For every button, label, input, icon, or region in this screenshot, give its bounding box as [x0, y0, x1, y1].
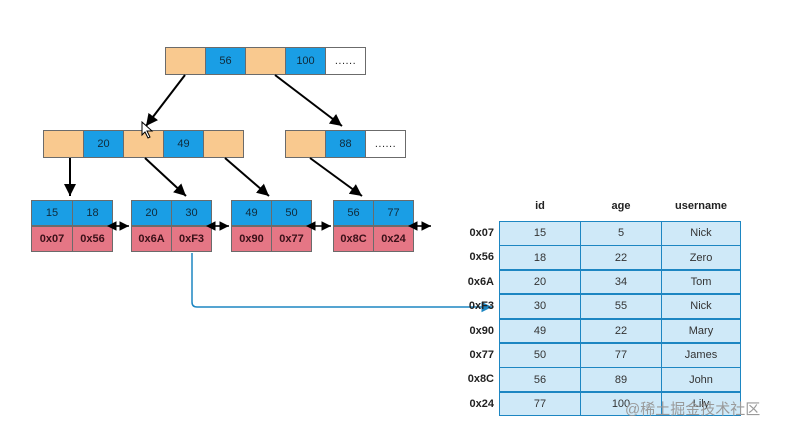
row-address-label: 0x24: [469, 397, 494, 410]
arrow-to-leaf-3: [224, 157, 270, 197]
node-b-more: ......: [365, 130, 406, 158]
arrow-root-to-left: [145, 74, 186, 127]
table-cell-id: 15: [499, 221, 581, 246]
leaf-1-addr-1: 0x56: [72, 226, 113, 252]
table-cell-id: 56: [499, 367, 581, 392]
arrow-addr-to-row: [191, 253, 492, 313]
column-header-id: id: [535, 200, 545, 212]
leaf-2-addr-0: 0x6A: [131, 226, 172, 252]
table-cell-id: 77: [499, 391, 581, 417]
root-key-0: 56: [205, 47, 246, 75]
table-cell-id: 49: [499, 318, 581, 344]
table-cell-age: 89: [580, 367, 662, 392]
table-cell-username: Mary: [661, 318, 741, 344]
row-address-label: 0x90: [469, 324, 494, 337]
table-cell-id: 30: [499, 294, 581, 319]
table-cell-username: Tom: [661, 269, 741, 295]
node-b-pointer-0: [285, 130, 326, 158]
leaf-3-addr-1: 0x77: [271, 226, 312, 252]
table-cell-id: 20: [499, 269, 581, 295]
row-address-label: 0x56: [469, 251, 494, 264]
leaf-2-addr-1: 0xF3: [171, 226, 212, 252]
leaf-4-addr-1: 0x24: [373, 226, 414, 252]
table-cell-age: 34: [580, 269, 662, 295]
leaf-1-key-1: 18: [72, 200, 113, 226]
table-cell-age: 100: [580, 391, 662, 417]
watermark: @稀土掘金技术社区: [625, 401, 761, 418]
table-cell-age: 22: [580, 245, 662, 270]
leaf-4-key-1: 77: [373, 200, 414, 226]
leaf-2-key-1: 30: [171, 200, 212, 226]
leaf-1-key-0: 15: [31, 200, 73, 226]
node-a-pointer-2: [203, 130, 244, 158]
node-b-key-0: 88: [325, 130, 366, 158]
mouse-cursor-icon: [141, 121, 154, 139]
row-address-label: 0x6A: [467, 275, 494, 288]
arrow-to-leaf-4: [309, 157, 363, 197]
table-cell-age: 5: [580, 221, 662, 246]
root-more: ......: [325, 47, 366, 75]
leaf-4-addr-0: 0x8C: [333, 226, 374, 252]
table-cell-username: James: [661, 343, 741, 368]
row-address-label: 0xF3: [468, 300, 494, 313]
row-address-label: 0x77: [469, 349, 494, 361]
table-cell-username: John: [661, 367, 741, 392]
table-cell-age: 55: [580, 294, 662, 319]
leaf-3-key-1: 50: [271, 200, 312, 226]
arrow-root-to-right: [274, 74, 343, 127]
table-cell-username: Zero: [661, 245, 741, 270]
table-cell-id: 50: [499, 343, 581, 368]
node-a-key-0: 20: [83, 130, 124, 158]
table-cell-id: 18: [499, 245, 581, 270]
column-header-username: username: [675, 200, 727, 212]
node-a-pointer-1: [123, 130, 164, 158]
table-cell-username: Lily: [661, 391, 741, 417]
table-cell-username: Nick: [661, 221, 741, 246]
row-address-label: 0x07: [469, 227, 494, 239]
row-address-label: 0x8C: [467, 373, 494, 386]
arrow-to-leaf-2: [144, 157, 187, 197]
root-pointer-0: [165, 47, 206, 75]
column-header-age: age: [611, 200, 631, 212]
table-cell-age: 22: [580, 318, 662, 344]
table-cell-username: Nick: [661, 294, 741, 319]
table-cell-age: 77: [580, 343, 662, 368]
